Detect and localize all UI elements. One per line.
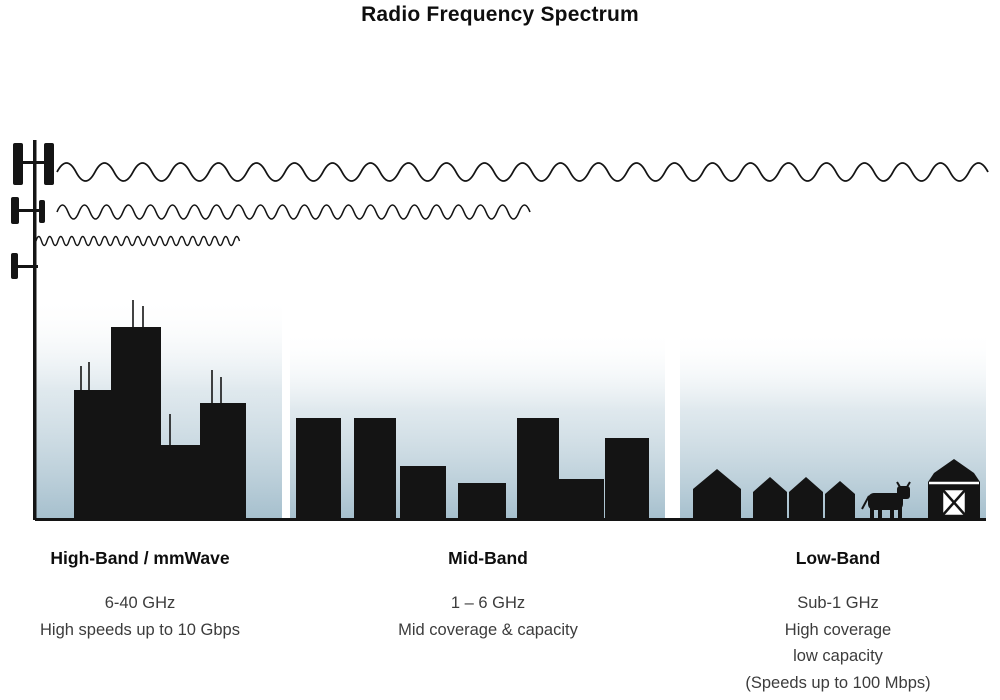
band-description: High speeds up to 10 Gbps bbox=[40, 620, 240, 639]
barn-icon bbox=[928, 459, 980, 520]
band-description: (Speeds up to 100 Mbps) bbox=[745, 673, 931, 692]
rooftop-antenna-icon bbox=[80, 300, 222, 445]
rural-scene-silhouette bbox=[693, 459, 980, 520]
band-description: Mid coverage & capacity bbox=[398, 620, 578, 639]
band-frequency: 6-40 GHz bbox=[104, 594, 176, 612]
high-band-wave bbox=[35, 235, 241, 247]
band-name: Mid-Band bbox=[448, 548, 528, 568]
band-frequency: Sub-1 GHz bbox=[797, 594, 879, 612]
highband-label-block: High-Band / mmWave 6-40 GHz High speeds … bbox=[0, 548, 280, 643]
house-icon bbox=[825, 481, 855, 520]
midsize-buildings-silhouette bbox=[296, 418, 649, 520]
mid-band-wave bbox=[56, 204, 531, 220]
lowband-label-block: Low-Band Sub-1 GHz High coverage low cap… bbox=[698, 548, 978, 696]
diagram-title: Radio Frequency Spectrum bbox=[361, 3, 639, 26]
ground-line bbox=[35, 518, 986, 521]
band-description: low capacity bbox=[793, 647, 883, 665]
midband-label-block: Mid-Band 1 – 6 GHz Mid coverage & capaci… bbox=[348, 548, 628, 643]
low-band-wave bbox=[56, 162, 989, 182]
band-name: Low-Band bbox=[795, 548, 881, 568]
house-icon bbox=[693, 469, 741, 520]
band-name: High-Band / mmWave bbox=[50, 548, 230, 568]
house-icon bbox=[753, 477, 787, 520]
cow-icon bbox=[861, 481, 911, 520]
city-skyline-silhouette bbox=[74, 300, 246, 520]
band-description: High coverage bbox=[784, 620, 892, 639]
cell-tower-icon bbox=[11, 140, 54, 520]
band-frequency: 1 – 6 GHz bbox=[450, 594, 526, 612]
diagram-graphic bbox=[11, 140, 989, 521]
house-icon bbox=[789, 477, 823, 520]
